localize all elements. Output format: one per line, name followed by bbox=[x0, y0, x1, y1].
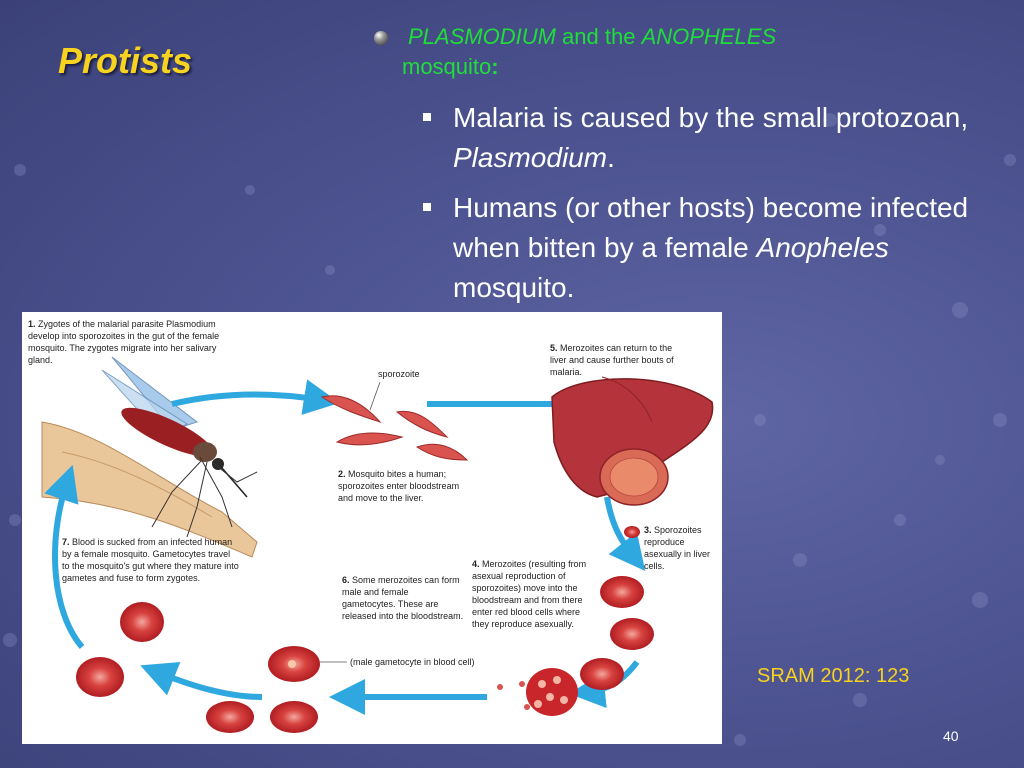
bursting-cell bbox=[497, 668, 578, 716]
sporozoite-label: sporozoite bbox=[378, 369, 420, 379]
square-bullet-icon bbox=[423, 203, 431, 211]
main-bullet: PLASMODIUM and the ANOPHELES mosquito: bbox=[374, 22, 894, 82]
plasmodium-term: PLASMODIUM bbox=[408, 24, 556, 49]
mosquito-illustration bbox=[101, 356, 258, 538]
sub-bullet-2-text: Humans (or other hosts) become infected … bbox=[453, 188, 983, 308]
step-3-label: 3. Sporozoites reproduce asexually in li… bbox=[644, 525, 711, 571]
step-7-label: 7. Blood is sucked from an infected huma… bbox=[62, 537, 239, 583]
sub-bullet-1-pre: Malaria is caused by the small protozoan… bbox=[453, 102, 969, 133]
bullet-connector: and the bbox=[555, 24, 642, 49]
step-6-label: 6. Some merozoites can form male and fem… bbox=[342, 575, 464, 621]
sub-bullet-2-emph: Anopheles bbox=[756, 232, 889, 263]
step-2-label: 2. Mosquito bites a human; sporozoites e… bbox=[338, 469, 460, 503]
lifecycle-diagram bbox=[41, 356, 714, 733]
arrow-liver-to-blood bbox=[604, 496, 646, 572]
step-1-label: 1. Zygotes of the malarial parasite Plas… bbox=[28, 319, 220, 365]
bullet-mosquito: mosquito bbox=[402, 54, 492, 79]
sub-bullet-1: Malaria is caused by the small protozoan… bbox=[423, 98, 983, 178]
sub-bullet-2-pre: Humans (or other hosts) become infected … bbox=[453, 192, 969, 263]
page-number: 40 bbox=[943, 728, 959, 744]
square-bullet-icon bbox=[423, 113, 431, 121]
sub-bullet-1-emph: Plasmodium bbox=[453, 142, 608, 173]
sub-bullet-1-post: . bbox=[607, 142, 615, 173]
step-5-label: 5. Merozoites can return to the liver an… bbox=[550, 343, 674, 377]
male-gametocyte-label: (male gametocyte in blood cell) bbox=[350, 657, 475, 667]
sub-bullet-2-post: mosquito. bbox=[453, 272, 575, 303]
slide-title: Protists bbox=[58, 40, 193, 81]
arrow-blood-to-mosquito bbox=[44, 464, 85, 649]
human-skin bbox=[41, 421, 258, 558]
arrow-1-to-2 bbox=[171, 379, 340, 415]
bullet-ball-icon bbox=[374, 31, 388, 45]
main-bullet-text: PLASMODIUM and the ANOPHELES mosquito: bbox=[402, 22, 894, 82]
source-citation: SRAM 2012: 123 bbox=[757, 665, 910, 687]
arrow-gametocytes-to-blood bbox=[140, 661, 263, 700]
sporozoites bbox=[320, 395, 469, 461]
sub-bullet-1-text: Malaria is caused by the small protozoan… bbox=[453, 98, 983, 178]
liver-illustration bbox=[551, 378, 714, 498]
bullet-colon: : bbox=[491, 54, 499, 79]
malaria-lifecycle-figure: 1. Zygotes of the malarial parasite Plas… bbox=[22, 312, 722, 744]
sub-bullet-2: Humans (or other hosts) become infected … bbox=[423, 188, 983, 308]
step-4-label: 4. Merozoites (resulting from asexual re… bbox=[472, 559, 587, 629]
anopheles-term: ANOPHELES bbox=[641, 24, 777, 49]
